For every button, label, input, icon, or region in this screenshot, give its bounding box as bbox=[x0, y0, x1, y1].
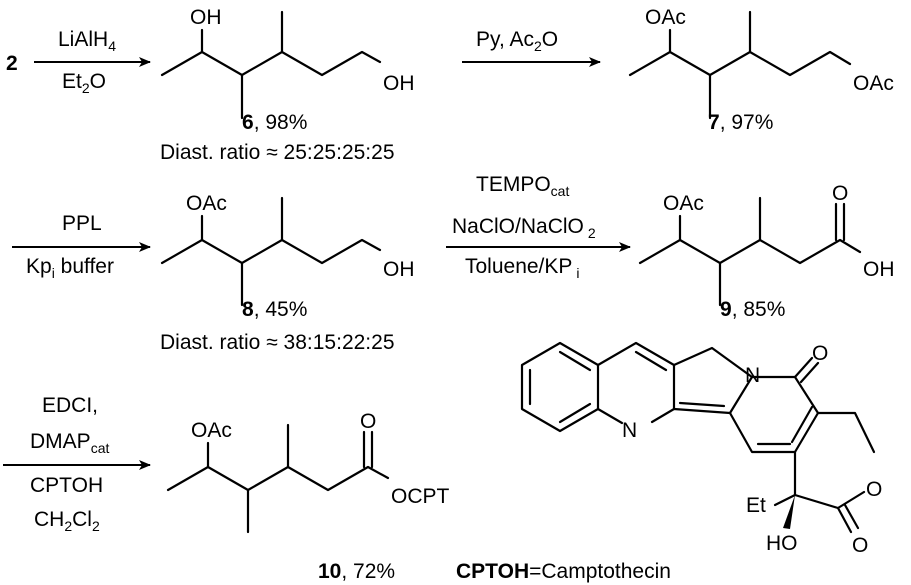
compound-10-ocpt: OCPT bbox=[391, 485, 450, 508]
reagent-ch2cl2: CH2Cl2 bbox=[34, 508, 100, 534]
camptothecin-n-pyridine: N bbox=[622, 419, 637, 442]
compound-8-ratio: Diast. ratio ≈ 38:15:22:25 bbox=[160, 331, 395, 354]
compound-8-caption: 8, 45% bbox=[242, 298, 307, 321]
camptothecin-n-ring: N bbox=[745, 364, 760, 387]
compound-9-o-carbonyl: O bbox=[832, 182, 848, 205]
compound-9-oh-end: OH bbox=[863, 258, 895, 281]
compound-6-oh-end: OH bbox=[383, 72, 415, 95]
compound-7-oac-top: OAc bbox=[645, 6, 686, 29]
reagent-cptoh: CPTOH bbox=[30, 474, 103, 497]
reagent-et2o: Et2O bbox=[62, 70, 106, 96]
reagent-py-ac2o: Py, Ac2O bbox=[476, 28, 558, 54]
compound-7-structure bbox=[628, 10, 852, 120]
reagent-ppl: PPL bbox=[62, 212, 102, 235]
camptothecin-et: Et bbox=[746, 494, 766, 517]
camptothecin-ho: HO bbox=[766, 532, 798, 555]
reagent-lialh4: LiAlH4 bbox=[58, 28, 116, 54]
camptothecin-structure bbox=[520, 341, 876, 534]
camptothecin-o-ring: O bbox=[866, 478, 882, 501]
compound-8-structure bbox=[160, 196, 382, 307]
camptothecin-o-lactone: O bbox=[852, 534, 868, 557]
compound-7-caption: 7, 97% bbox=[708, 111, 773, 134]
compound-6-ratio: Diast. ratio ≈ 25:25:25:25 bbox=[160, 141, 395, 164]
compound-8-oh-end: OH bbox=[383, 258, 415, 281]
compound-9-oac-top: OAc bbox=[663, 192, 704, 215]
compound-6-oh-top: OH bbox=[190, 6, 222, 29]
camptothecin-caption: CPTOH=Camptothecin bbox=[456, 560, 671, 583]
reagent-dmap: DMAPcat bbox=[30, 430, 109, 456]
camptothecin-o-lactam: O bbox=[812, 342, 828, 365]
compound-10-o-carbonyl: O bbox=[360, 410, 376, 433]
compound-9-structure bbox=[638, 196, 862, 307]
compound-10-structure bbox=[166, 423, 390, 534]
compound-10-oac-top: OAc bbox=[191, 419, 232, 442]
compound-9-caption: 9, 85% bbox=[720, 298, 785, 321]
compound-10-caption: 10, 72% bbox=[318, 560, 395, 583]
reagent-edci: EDCI, bbox=[42, 394, 98, 417]
compound-6-structure bbox=[160, 10, 382, 120]
compound-8-oac-top: OAc bbox=[186, 192, 227, 215]
reagent-tempo: TEMPOcat bbox=[476, 173, 569, 199]
reagent-kpi-buffer: Kpi buffer bbox=[26, 255, 114, 281]
compound-7-oac-end: OAc bbox=[853, 72, 894, 95]
start-compound-label: 2 bbox=[6, 52, 18, 75]
compound-6-caption: 6, 98% bbox=[242, 111, 307, 134]
